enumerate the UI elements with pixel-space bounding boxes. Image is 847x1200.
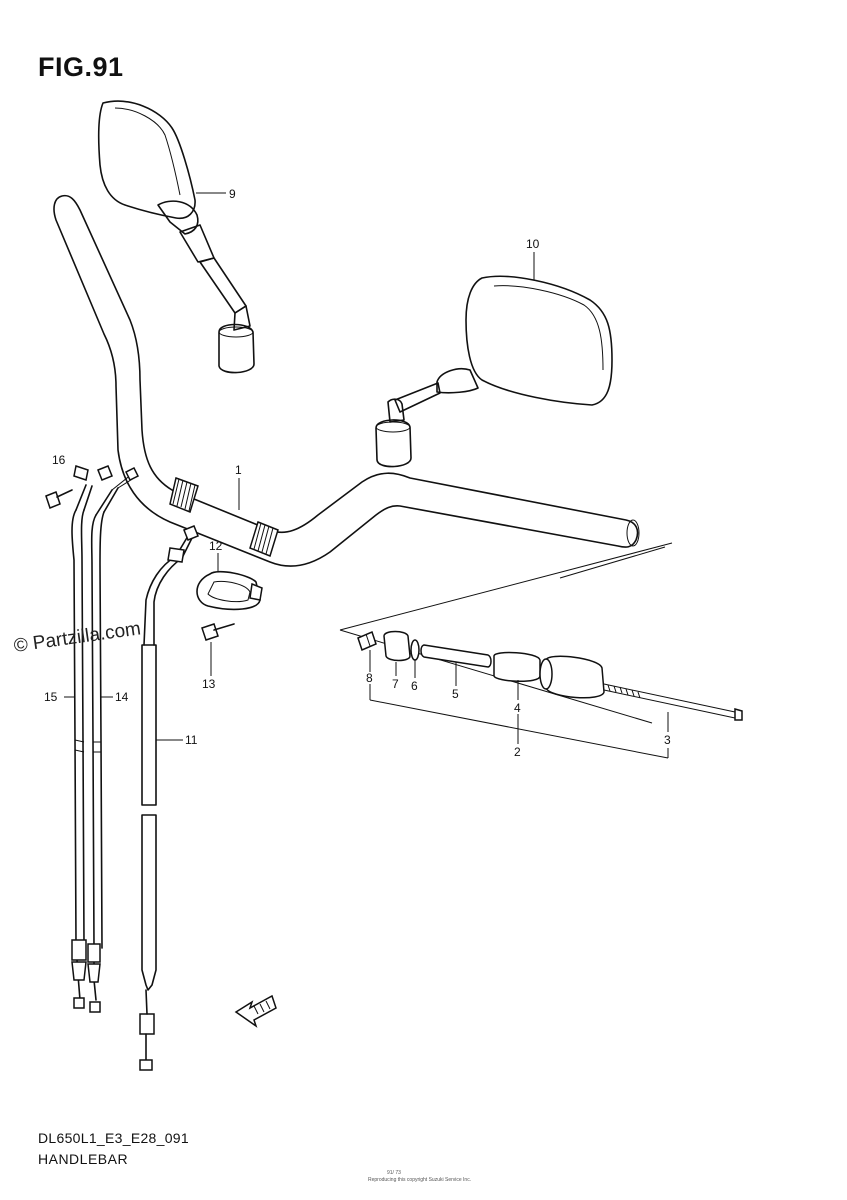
figure-name: HANDLEBAR — [38, 1151, 129, 1167]
page-reference: 91/ 73 — [387, 1170, 401, 1176]
part-3-balancer[interactable] — [539, 655, 743, 721]
left-mirror[interactable] — [97, 100, 255, 374]
figure-title: FIG.91 — [38, 52, 124, 82]
clutch-cable[interactable] — [139, 525, 199, 1071]
model-code: DL650L1_E3_E28_091 — [38, 1130, 189, 1146]
callout-10: 10 — [526, 237, 540, 251]
bar-end-assembly — [339, 542, 743, 724]
callout-3: 3 — [664, 733, 671, 747]
callout-12: 12 — [209, 539, 223, 553]
part-4-weight-inner[interactable] — [493, 651, 541, 682]
part-8-nut[interactable] — [357, 630, 377, 652]
copyright-line: Reproducing this copyright Suzuki Servic… — [368, 1177, 472, 1183]
forward-arrow-icon — [234, 994, 277, 1028]
callout-5: 5 — [452, 687, 459, 701]
cable-clamp[interactable] — [196, 570, 263, 611]
knurled-band-upper — [169, 477, 199, 513]
knurled-band-lower — [249, 521, 279, 557]
part-5-sleeve[interactable] — [420, 644, 492, 668]
clamp-screw[interactable] — [201, 623, 235, 641]
callout-11: 11 — [185, 733, 198, 747]
callout-2: 2 — [514, 745, 521, 759]
part-6-washer[interactable] — [410, 639, 420, 661]
callout-6: 6 — [411, 679, 418, 693]
callout-15: 15 — [44, 690, 58, 704]
part-7-spacer[interactable] — [383, 630, 411, 662]
leader-lines — [64, 192, 669, 759]
callout-9: 9 — [229, 187, 236, 201]
right-mirror[interactable] — [375, 275, 613, 468]
callout-7: 7 — [392, 677, 399, 691]
callout-8: 8 — [366, 671, 373, 685]
callout-13: 13 — [202, 677, 216, 691]
callout-14: 14 — [115, 690, 129, 704]
handlebar[interactable] — [53, 194, 640, 567]
throttle-cables[interactable] — [45, 465, 140, 1013]
callout-labels: 9 10 1 12 13 11 16 15 14 8 7 6 5 4 2 3 — [44, 187, 671, 759]
callout-16: 16 — [52, 453, 66, 467]
callout-1: 1 — [235, 463, 242, 477]
callout-4: 4 — [514, 701, 521, 715]
